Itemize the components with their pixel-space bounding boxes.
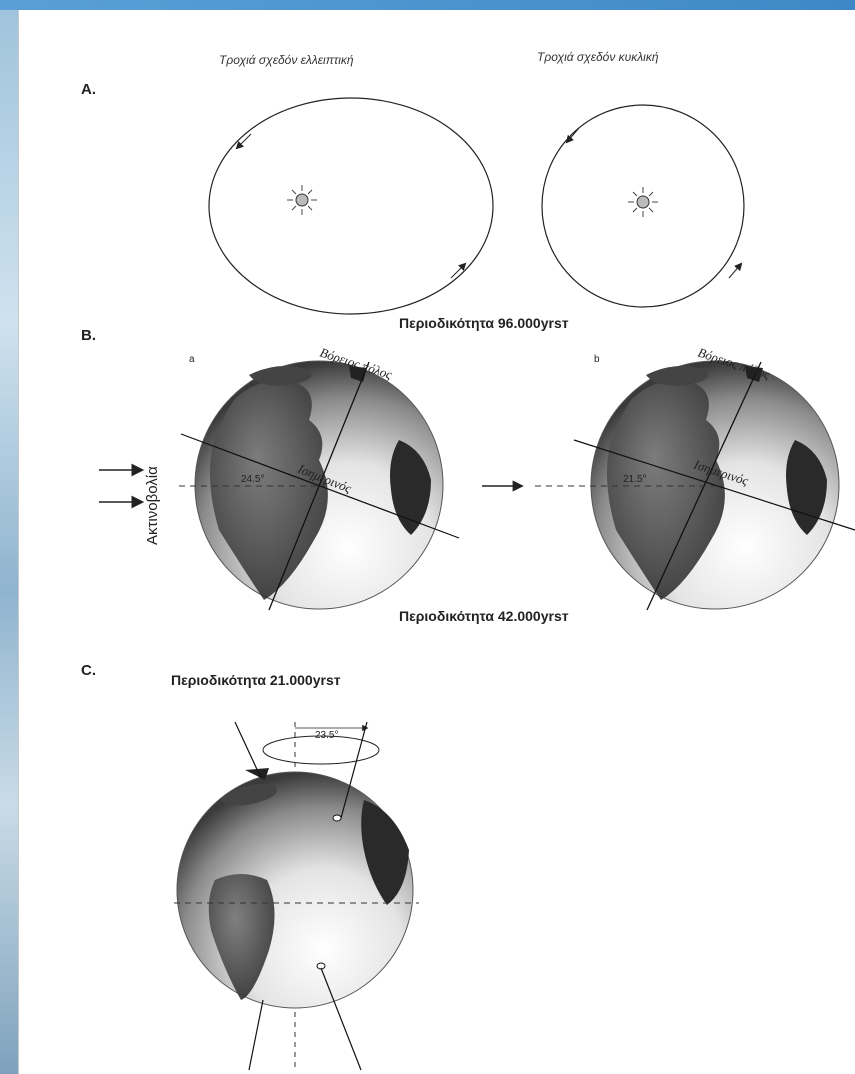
- section-a-label: A.: [81, 81, 96, 98]
- section-c-label: C.: [81, 662, 96, 679]
- elliptical-orbit: [208, 97, 494, 315]
- subfigure-b-label: b: [594, 354, 600, 365]
- earth-globe-b: [535, 360, 855, 611]
- orbit-direction-arrow: [565, 127, 580, 144]
- tilt-angle-b: 21.5°: [623, 474, 646, 485]
- caption-elliptical-orbit: Τροχιά σχεδόν ελλειπτική: [219, 53, 354, 67]
- sun-icon: [628, 187, 658, 217]
- orbital-cycles-diagram: A. Τροχιά σχεδόν ελλειπτική Τροχιά σχεδό…: [81, 50, 855, 1071]
- obliquity-angle-label: 23.5°: [315, 730, 338, 741]
- caption-circular-orbit: Τροχιά σχεδόν κυκλική: [537, 50, 659, 64]
- tilt-angle-a: 24.5°: [241, 474, 264, 485]
- orbit-direction-arrow: [235, 133, 252, 150]
- precession-globe: [174, 721, 419, 1071]
- radiation-label: Ακτινοβολία: [144, 466, 161, 545]
- window-top-border: [0, 0, 855, 10]
- orbit-direction-arrow: [450, 262, 467, 279]
- period-42000: Περιοδικότητα 42.000yrsт: [399, 608, 569, 624]
- earth-globe-a: [179, 360, 460, 611]
- figure-sheet: A. Τροχιά σχεδόν ελλειπτική Τροχιά σχεδό…: [18, 10, 855, 1074]
- orbit-direction-arrow: [728, 262, 743, 279]
- section-b-label: B.: [81, 327, 96, 344]
- sun-icon: [287, 185, 317, 215]
- circular-orbit: [541, 104, 745, 308]
- period-21000: Περιοδικότητα 21.000yrsт: [171, 672, 341, 688]
- subfigure-a-label: a: [189, 354, 195, 365]
- period-96000: Περιοδικότητα 96.000yrsт: [399, 315, 569, 331]
